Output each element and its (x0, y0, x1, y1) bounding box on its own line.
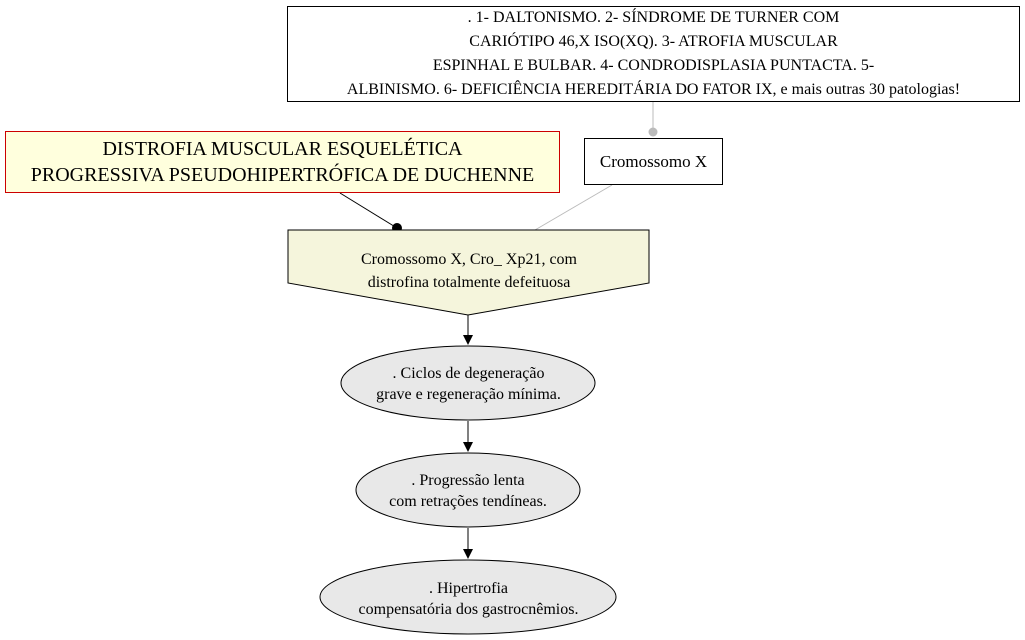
ellipse-1-line-1: . Ciclos de degeneração (392, 365, 545, 382)
chromosome-connector (534, 184, 613, 231)
pentagon-node (287, 229, 650, 316)
ellipse-3-text: . Hipertrofia compensatória dos gastrocn… (320, 578, 617, 620)
chromosome-label: Cromossomo X (599, 151, 708, 171)
main-connector (339, 192, 398, 229)
ellipse-1-text: . Ciclos de degeneração grave e regenera… (341, 363, 596, 405)
chromosome-box: Cromossomo X (584, 138, 723, 185)
note-line-3: ESPINHAL E BULBAR. 4- CONDRODISPLASIA PU… (432, 57, 875, 74)
main-box: DISTROFIA MUSCULAR ESQUELÉTICA PROGRESSI… (5, 131, 560, 193)
note-line-2: CARIÓTIPO 46,X ISO(XQ). 3- ATROFIA MUSCU… (469, 33, 838, 50)
main-line-2: PROGRESSIVA PSEUDOHIPERTRÓFICA DE DUCHEN… (30, 164, 535, 186)
note-connector-dot (648, 127, 658, 137)
ellipse-2-text: . Progressão lenta com retrações tendíne… (355, 470, 581, 512)
note-line-1: . 1- DALTONISMO. 2- SÍNDROME DE TURNER C… (467, 9, 840, 26)
ellipse-2-line-1: . Progressão lenta (411, 472, 525, 489)
ellipse-1-line-2: grave e regeneração mínima. (376, 386, 561, 403)
ellipse-node-1 (340, 345, 596, 421)
pentagon-line-2: distrofina totalmente defeituosa (367, 274, 571, 291)
ellipse-2-line-2: com retrações tendíneas. (389, 493, 547, 510)
ellipse-node-3 (319, 559, 617, 635)
ellipse-3-line-1: . Hipertrofia (428, 580, 509, 597)
ellipse-node-2 (355, 452, 581, 528)
note-line-4: ALBINISMO. 6- DEFICIÊNCIA HEREDITÁRIA DO… (346, 81, 961, 98)
main-line-1: DISTROFIA MUSCULAR ESQUELÉTICA (102, 138, 463, 160)
ellipse-3-line-2: compensatória dos gastrocnêmios. (358, 601, 579, 618)
pentagon-text: Cromossomo X, Cro_ Xp21, com distrofina … (288, 248, 650, 294)
pentagon-line-1: Cromossomo X, Cro_ Xp21, com (361, 251, 577, 268)
note-box: . 1- DALTONISMO. 2- SÍNDROME DE TURNER C… (287, 6, 1020, 102)
